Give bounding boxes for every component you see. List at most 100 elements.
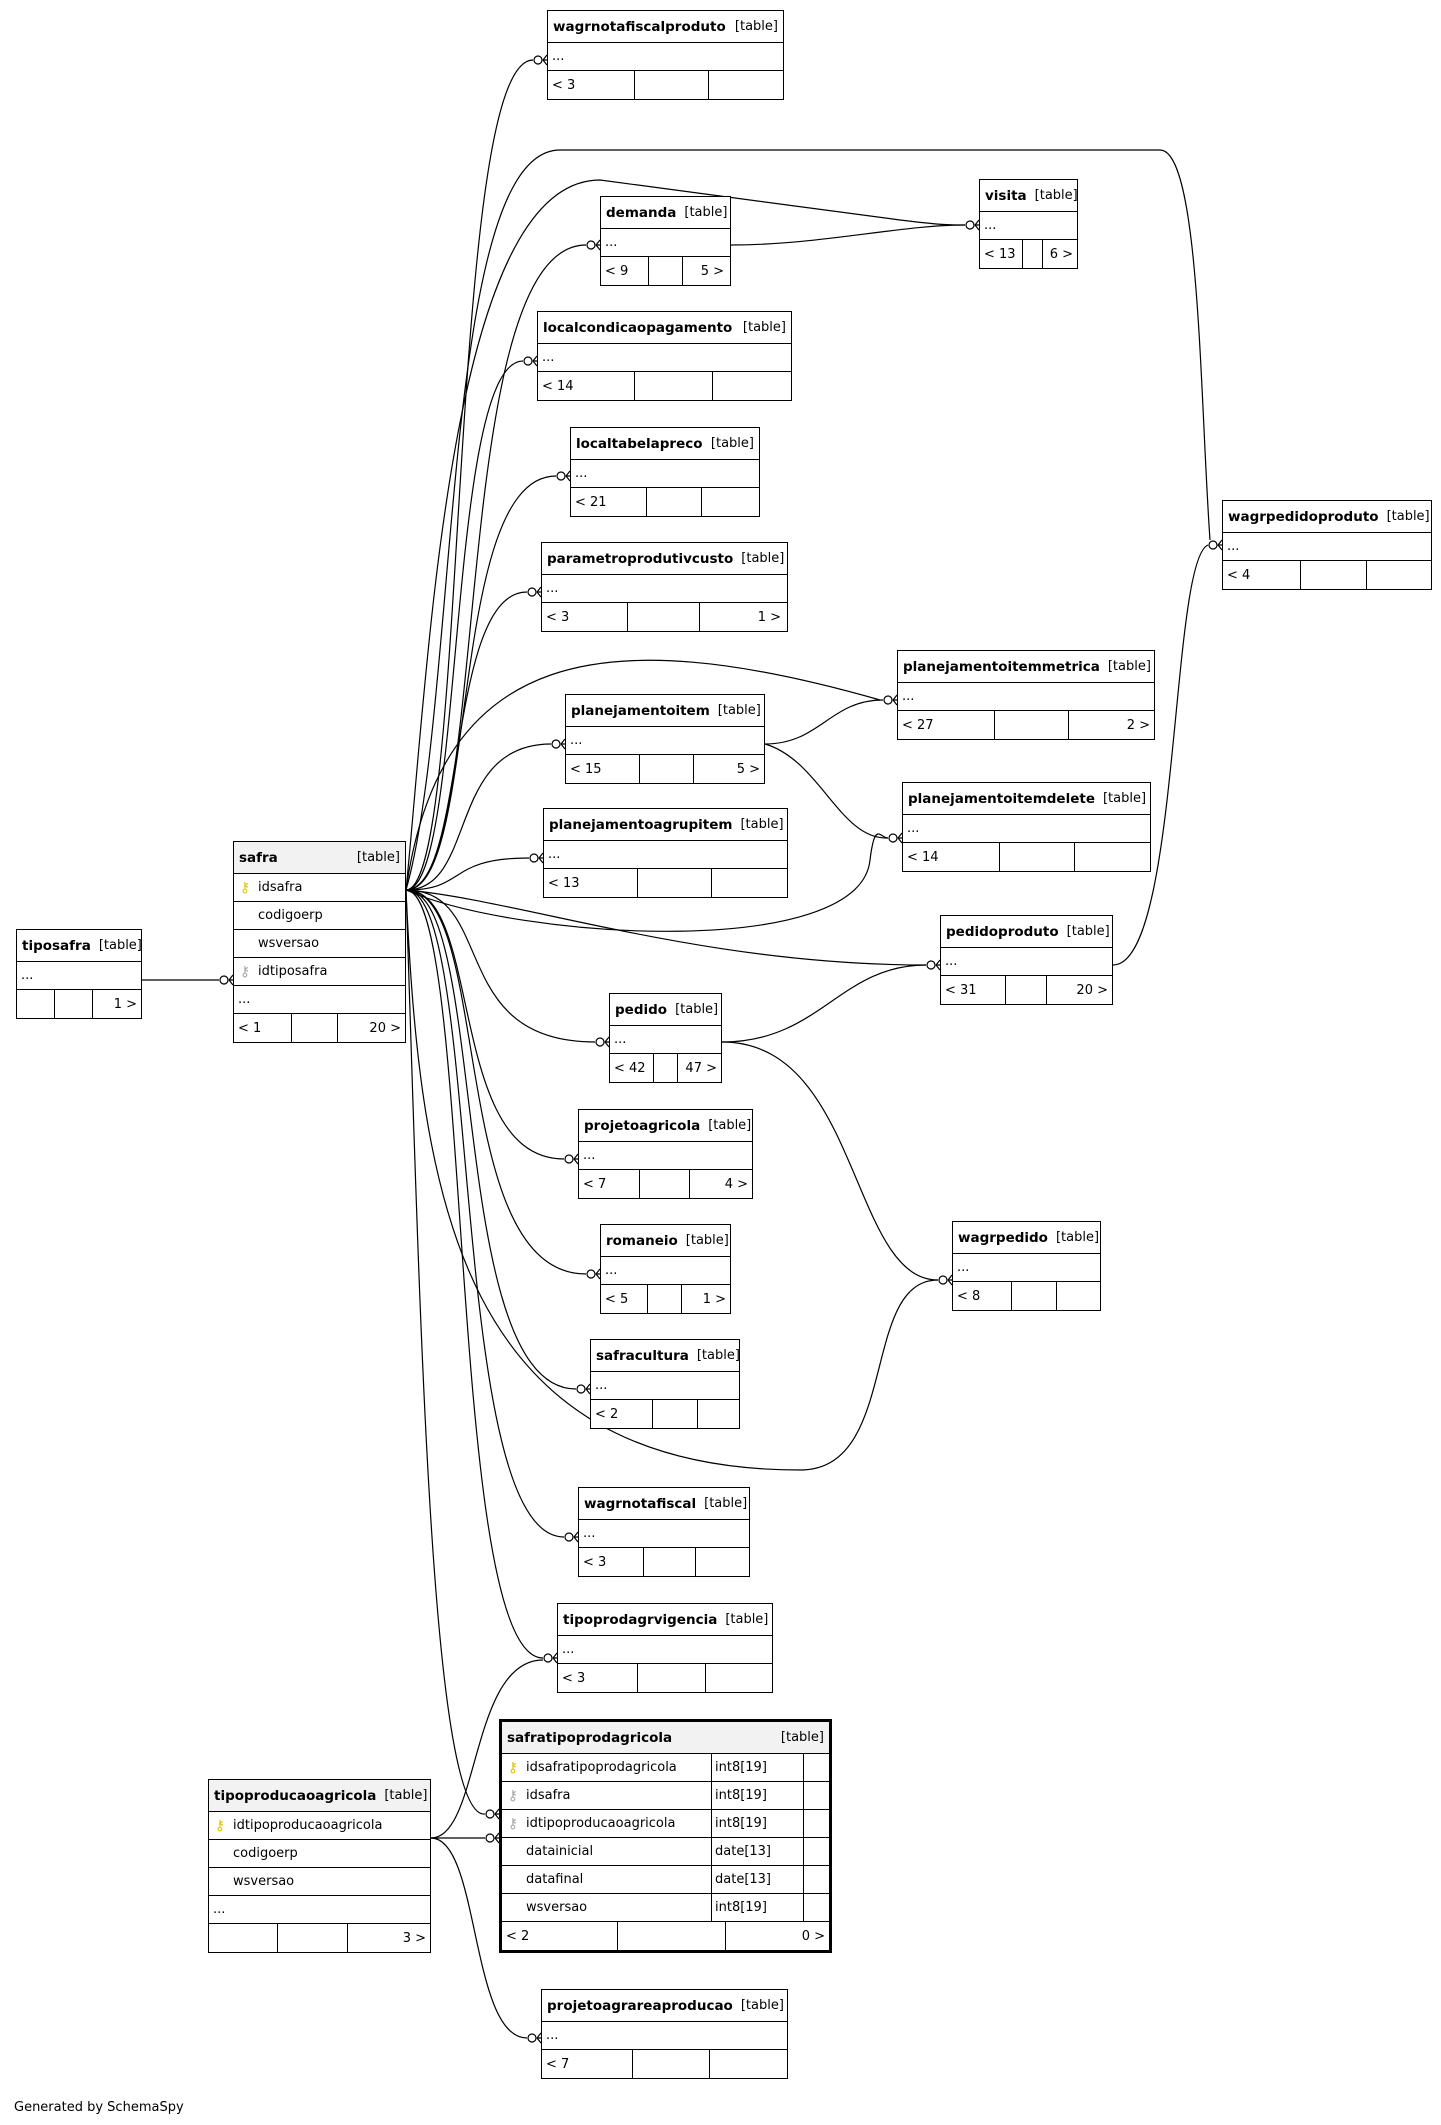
table-header[interactable]: tipoprodagrvigencia[table] [558, 1604, 772, 1636]
table-safratipoprodagricola[interactable]: safratipoprodagricola[table]⚷idsafratipo… [499, 1719, 832, 1953]
primary-key-icon: ⚷ [239, 879, 251, 896]
table-wagrpedido[interactable]: wagrpedido[table]...< 8 [952, 1221, 1101, 1311]
table-header[interactable]: projetoagrareaproducao[table] [542, 1990, 787, 2022]
table-wagrnotafiscal[interactable]: wagrnotafiscal[table]...< 3 [578, 1487, 750, 1577]
table-header[interactable]: wagrpedidoproduto[table] [1223, 501, 1431, 533]
child-count: 0 > [801, 1928, 825, 1944]
table-type-label: [table] [1066, 924, 1110, 939]
table-header[interactable]: tiposafra[table] [17, 930, 141, 962]
table-header[interactable]: projetoagricola[table] [579, 1110, 752, 1142]
column-type: int8[19] [711, 1894, 803, 1921]
edge-safra-localcondicaopagamento [405, 360, 524, 891]
edge-safra-projetoagricola-many-marker [573, 1153, 579, 1165]
table-tipoproducaoagricola[interactable]: tipoproducaoagricola[table]⚷idtipoproduc… [208, 1779, 431, 1953]
table-header[interactable]: localcondicaopagamento[table] [538, 312, 791, 344]
column-row[interactable]: ⚷idtipoproducaoagricola [209, 1812, 430, 1840]
edge-safra-demanda-many-marker [595, 239, 601, 251]
table-name: demanda [606, 204, 677, 221]
parent-count: < 2 [591, 1400, 653, 1428]
column-row[interactable]: codigoerp [234, 902, 405, 930]
table-header[interactable]: planejamentoagrupitem[table] [544, 809, 787, 841]
table-header[interactable]: wagrnotafiscalproduto[table] [548, 11, 783, 43]
table-projetoagrareaproducao[interactable]: projetoagrareaproducao[table]...< 7 [541, 1989, 788, 2079]
edge-safra-wagrnotafiscalproduto [405, 59, 534, 891]
table-header[interactable]: pedido[table] [610, 994, 721, 1026]
edge-safra-romaneio-many-marker [595, 1268, 601, 1280]
table-header[interactable]: parametroprodutivcusto[table] [542, 543, 787, 575]
child-count [709, 71, 783, 99]
table-tipoprodagrvigencia[interactable]: tipoprodagrvigencia[table]...< 3 [557, 1603, 773, 1693]
table-name: localcondicaopagamento [543, 319, 733, 336]
table-localcondicaopagamento[interactable]: localcondicaopagamento[table]...< 14 [537, 311, 792, 401]
edge-safra-romaneio-optional-marker [586, 1269, 596, 1279]
key-slot [502, 1838, 524, 1865]
table-header[interactable]: planejamentoitemdelete[table] [903, 783, 1150, 815]
table-name: wagrnotafiscal [584, 1495, 697, 1512]
table-planejamentoitemdelete[interactable]: planejamentoitemdelete[table]...< 14 [902, 782, 1151, 872]
table-header[interactable]: planejamentoitemmetrica[table] [898, 651, 1154, 683]
column-type: int8[19] [711, 1782, 803, 1809]
column-type: int8[19] [711, 1810, 803, 1837]
child-count [1075, 843, 1150, 871]
table-header[interactable]: tipoproducaoagricola[table] [209, 1780, 430, 1812]
table-tiposafra[interactable]: tiposafra[table]...1 > [16, 929, 142, 1019]
column-row[interactable]: codigoerp [209, 1840, 430, 1868]
column-row[interactable]: ⚷idtiposafra [234, 958, 405, 986]
key-slot: ⚷ [502, 1754, 524, 1781]
parent-count: < 15 [566, 755, 640, 783]
table-name: parametroprodutivcusto [547, 550, 734, 567]
table-header[interactable]: wagrpedido[table] [953, 1222, 1100, 1254]
table-header[interactable]: romaneio[table] [601, 1225, 730, 1257]
table-type-label: [table] [1055, 1230, 1100, 1245]
table-wagrnotafiscalproduto[interactable]: wagrnotafiscalproduto[table]...< 3 [547, 10, 784, 100]
table-header[interactable]: safratipoprodagricola[table] [502, 1722, 829, 1754]
edge-safra-pedidoproduto [405, 889, 927, 966]
table-header[interactable]: pedidoproduto[table] [941, 916, 1112, 948]
generated-by-note: Generated by SchemaSpy [14, 2100, 184, 2115]
table-header[interactable]: visita[table] [980, 180, 1077, 212]
table-header[interactable]: wagrnotafiscal[table] [579, 1488, 749, 1520]
more-columns-ellipsis: ... [542, 2022, 787, 2050]
table-safracultura[interactable]: safracultura[table]...< 2 [590, 1339, 740, 1429]
table-header[interactable]: safracultura[table] [591, 1340, 739, 1372]
column-row[interactable]: ⚷idsafra [234, 874, 405, 902]
child-count [696, 1548, 749, 1576]
table-header[interactable]: safra[table] [234, 842, 405, 874]
edge-safra-planejamentoitemdelete-optional-marker [888, 833, 898, 843]
table-wagrpedidoproduto[interactable]: wagrpedidoproduto[table]...< 4 [1222, 500, 1432, 590]
column-row[interactable]: wsversao [209, 1868, 430, 1896]
edge-safra-safratipoprodagricola [405, 889, 486, 1815]
table-planejamentoagrupitem[interactable]: planejamentoagrupitem[table]...< 13 [543, 808, 788, 898]
table-localtabelapreco[interactable]: localtabelapreco[table]...< 21 [570, 427, 760, 517]
table-header[interactable]: demanda[table] [601, 197, 730, 229]
edge-planejamentoitem-delete [764, 743, 889, 839]
parent-count: < 31 [941, 976, 1006, 1004]
relationship-counts: < 3 [558, 1664, 772, 1692]
more-columns-ellipsis: ... [941, 948, 1112, 976]
key-slot [234, 902, 256, 929]
table-header[interactable]: planejamentoitem[table] [566, 695, 764, 727]
column-row[interactable]: wsversao [234, 930, 405, 958]
edge-safra-planejamentoitem-many-marker [560, 738, 566, 750]
child-count: 3 > [402, 1930, 426, 1946]
table-header[interactable]: localtabelapreco[table] [571, 428, 759, 460]
edge-safra-planejamentoagrupitem-optional-marker [529, 853, 539, 863]
